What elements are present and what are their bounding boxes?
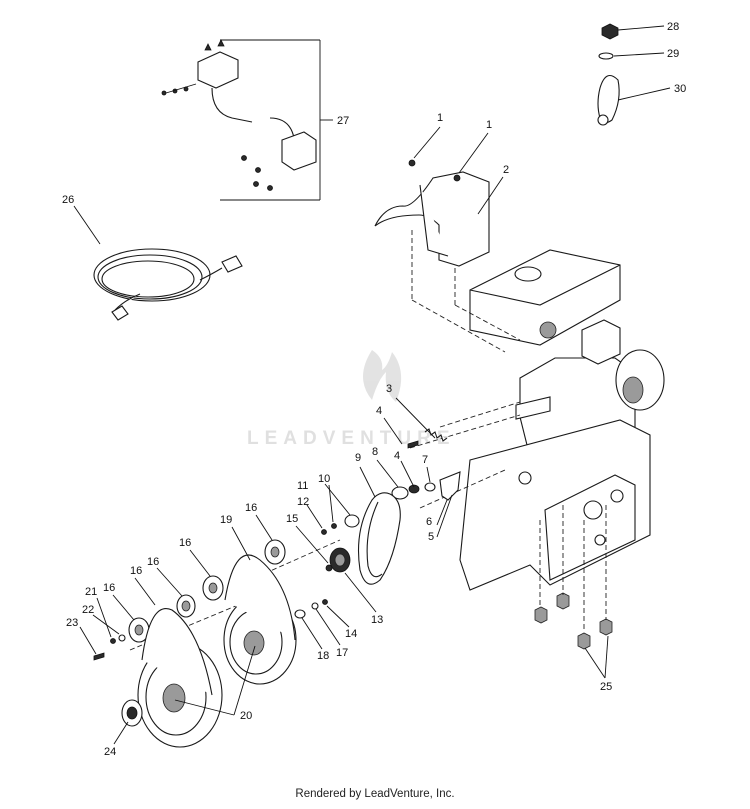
callout-22: 22 <box>82 604 94 616</box>
callout-labels: 1 1 2 3 4 4 5 6 7 8 9 10 11 12 13 14 15 … <box>62 21 686 758</box>
harness-assembly <box>161 39 333 201</box>
callout-7: 7 <box>422 454 428 466</box>
assembly-lines <box>129 230 607 651</box>
callout-16: 16 <box>147 556 159 568</box>
hardware-top-right <box>597 23 620 126</box>
leader-lines <box>73 25 671 745</box>
callout-30: 30 <box>674 83 686 95</box>
callout-10: 10 <box>318 473 330 485</box>
callout-28: 28 <box>667 21 679 33</box>
callout-1: 1 <box>437 112 443 124</box>
callout-16: 16 <box>179 537 191 549</box>
belt-cover <box>374 159 490 267</box>
callout-16: 16 <box>245 502 257 514</box>
callout-6: 6 <box>426 516 432 528</box>
watermark: LEADVENTURE <box>247 350 456 449</box>
callout-27: 27 <box>337 115 349 127</box>
callout-4: 4 <box>394 450 400 462</box>
footer-credit: Rendered by LeadVenture, Inc. <box>295 788 455 800</box>
callout-2: 2 <box>503 164 509 176</box>
callout-21: 21 <box>85 586 97 598</box>
power-cord <box>93 248 243 321</box>
callout-17: 17 <box>336 647 348 659</box>
callout-14: 14 <box>345 628 357 640</box>
callout-25: 25 <box>600 681 612 693</box>
callout-13: 13 <box>371 614 383 626</box>
callout-12: 12 <box>297 496 309 508</box>
callout-3: 3 <box>386 383 392 395</box>
callout-23: 23 <box>66 617 78 629</box>
callout-20: 20 <box>240 710 252 722</box>
callout-15: 15 <box>286 513 298 525</box>
callout-1: 1 <box>486 119 492 131</box>
callout-26: 26 <box>62 194 74 206</box>
callout-11: 11 <box>297 480 308 492</box>
callout-5: 5 <box>428 531 434 543</box>
callout-9: 9 <box>355 452 361 464</box>
engine <box>459 249 665 650</box>
watermark-text: LEADVENTURE <box>247 428 456 449</box>
callout-24: 24 <box>104 746 116 758</box>
callout-29: 29 <box>667 48 679 60</box>
callout-8: 8 <box>372 446 378 458</box>
callout-4: 4 <box>376 405 382 417</box>
callout-19: 19 <box>220 514 232 526</box>
callout-16: 16 <box>130 565 142 577</box>
callout-16: 16 <box>103 582 115 594</box>
callout-18: 18 <box>317 650 329 662</box>
drive-components <box>93 428 461 748</box>
